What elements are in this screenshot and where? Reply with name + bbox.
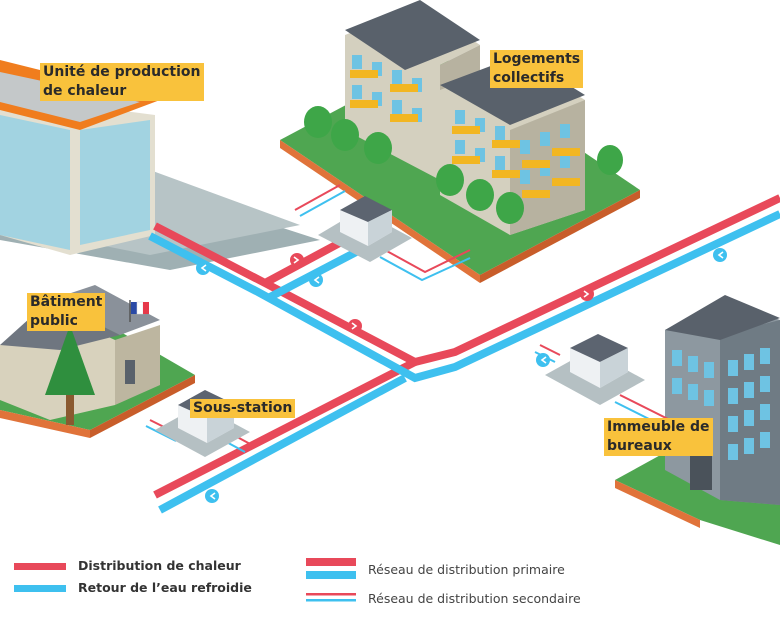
substation-housing [318, 196, 412, 262]
label-logements-line2: collectifs [493, 70, 565, 86]
arrow-left-icon [196, 248, 727, 503]
primary-network [148, 194, 780, 514]
label-logements: Logements collectifs [490, 50, 584, 88]
label-production-line1: Unité de production [43, 64, 201, 80]
legend-swatch-distribution [14, 563, 66, 570]
legend-swatch-secondaire [306, 593, 356, 602]
legend-distribution: Distribution de chaleur [78, 558, 241, 573]
legend-swatch-retour [14, 585, 66, 592]
label-immeuble-line2: bureaux [607, 438, 672, 454]
label-batiment-line1: Bâtiment [30, 294, 103, 310]
french-flag-icon [129, 300, 149, 322]
legend-swatch-primaire [306, 558, 356, 579]
legend-retour: Retour de l’eau refroidie [78, 580, 252, 595]
label-logements-line1: Logements [493, 51, 581, 67]
label-sous-station: Sous-station [190, 399, 296, 418]
legend-primaire: Réseau de distribution primaire [368, 562, 565, 577]
label-immeuble-line1: Immeuble de [607, 419, 710, 435]
production-plant [0, 60, 320, 270]
arrow-right-icon [290, 253, 594, 333]
legend-secondaire: Réseau de distribution secondaire [368, 591, 581, 606]
label-production-line2: de chaleur [43, 83, 127, 99]
housing-blocks [280, 0, 640, 283]
label-production: Unité de production de chaleur [40, 63, 204, 101]
legend-swatches [14, 558, 356, 602]
label-batiment: Bâtiment public [27, 293, 106, 331]
label-batiment-line2: public [30, 313, 78, 329]
public-building [0, 285, 195, 438]
substation-offices [545, 334, 645, 405]
label-immeuble: Immeuble de bureaux [604, 418, 713, 456]
label-sous-station-text: Sous-station [193, 400, 293, 416]
